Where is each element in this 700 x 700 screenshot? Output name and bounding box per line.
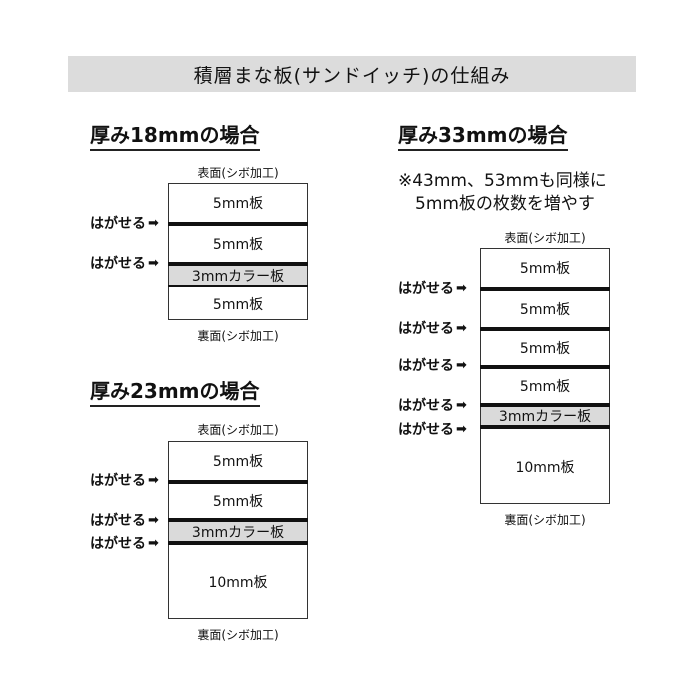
right-arrow-icon: ➡ bbox=[456, 280, 467, 296]
peel-line bbox=[168, 541, 308, 545]
right-arrow-icon: ➡ bbox=[456, 397, 467, 413]
back-caption-33mm: 裏面(シボ加工) bbox=[504, 513, 586, 527]
layer-10mm: 10mm板 bbox=[515, 459, 575, 476]
peel-line bbox=[168, 262, 308, 266]
peel-label: はがせる➡ bbox=[398, 419, 467, 439]
peel-label: はがせる➡ bbox=[90, 533, 159, 553]
peel-line bbox=[480, 403, 610, 407]
right-arrow-icon: ➡ bbox=[148, 215, 159, 231]
page-title: 積層まな板(サンドイッチ)の仕組み bbox=[193, 64, 511, 87]
peel-line bbox=[168, 518, 308, 522]
peel-label: はがせる➡ bbox=[398, 318, 467, 338]
board-diagram-33mm: 5mm板 5mm板 5mm板 5mm板 3mmカラー板 10mm板 bbox=[480, 248, 610, 504]
peel-text: はがせる bbox=[398, 422, 454, 438]
board-diagram-23mm: 5mm板 5mm板 3mmカラー板 10mm板 bbox=[168, 441, 308, 619]
back-caption-23mm: 裏面(シボ加工) bbox=[197, 628, 279, 642]
layer-10mm: 10mm板 bbox=[208, 575, 268, 591]
layer-3mm-color: 3mmカラー板 bbox=[481, 407, 609, 425]
back-caption-18mm: 裏面(シボ加工) bbox=[197, 329, 279, 343]
layer-5mm: 5mm板 bbox=[519, 261, 571, 277]
right-arrow-icon: ➡ bbox=[148, 255, 159, 271]
right-arrow-icon: ➡ bbox=[148, 472, 159, 488]
heading-33mm: 厚み33mmの場合 bbox=[398, 122, 568, 151]
peel-label: はがせる➡ bbox=[398, 395, 467, 415]
layer-border bbox=[168, 285, 308, 287]
right-arrow-icon: ➡ bbox=[456, 320, 467, 336]
peel-text: はがせる bbox=[90, 216, 146, 232]
peel-line bbox=[480, 327, 610, 331]
peel-label: はがせる➡ bbox=[90, 510, 159, 530]
layer-5mm: 5mm板 bbox=[519, 379, 571, 395]
peel-line bbox=[480, 425, 610, 429]
note-line-2: 5mm板の枚数を増やす bbox=[415, 194, 595, 214]
peel-line bbox=[480, 287, 610, 291]
peel-label: はがせる➡ bbox=[90, 253, 159, 273]
right-arrow-icon: ➡ bbox=[148, 535, 159, 551]
front-caption-33mm: 表面(シボ加工) bbox=[504, 231, 586, 245]
peel-label: はがせる➡ bbox=[90, 213, 159, 233]
layer-5mm: 5mm板 bbox=[212, 494, 264, 510]
peel-text: はがせる bbox=[398, 321, 454, 337]
peel-line bbox=[480, 365, 610, 369]
layer-3mm-color: 3mmカラー板 bbox=[169, 522, 307, 541]
layer-5mm: 5mm板 bbox=[212, 296, 264, 313]
peel-label: はがせる➡ bbox=[90, 470, 159, 490]
peel-label: はがせる➡ bbox=[398, 355, 467, 375]
peel-text: はがせる bbox=[90, 536, 146, 552]
board-diagram-18mm: 5mm板 5mm板 3mmカラー板 5mm板 bbox=[168, 183, 308, 320]
right-arrow-icon: ➡ bbox=[456, 357, 467, 373]
right-arrow-icon: ➡ bbox=[148, 512, 159, 528]
peel-line bbox=[168, 480, 308, 484]
peel-text: はがせる bbox=[90, 256, 146, 272]
layer-5mm: 5mm板 bbox=[519, 302, 571, 318]
heading-18mm: 厚み18mmの場合 bbox=[90, 122, 260, 151]
layer-5mm: 5mm板 bbox=[212, 454, 264, 470]
right-arrow-icon: ➡ bbox=[456, 421, 467, 437]
note-line-1: ※43mm、53mmも同様に bbox=[398, 171, 607, 191]
peel-label: はがせる➡ bbox=[398, 278, 467, 298]
layer-3mm-color: 3mmカラー板 bbox=[169, 266, 307, 285]
heading-23mm: 厚み23mmの場合 bbox=[90, 378, 260, 407]
peel-text: はがせる bbox=[398, 281, 454, 297]
peel-line bbox=[168, 222, 308, 226]
peel-text: はがせる bbox=[90, 473, 146, 489]
front-caption-23mm: 表面(シボ加工) bbox=[197, 423, 279, 437]
layer-5mm: 5mm板 bbox=[212, 237, 264, 253]
layer-5mm: 5mm板 bbox=[212, 196, 264, 212]
peel-text: はがせる bbox=[398, 398, 454, 414]
peel-text: はがせる bbox=[398, 358, 454, 374]
title-banner: 積層まな板(サンドイッチ)の仕組み bbox=[68, 56, 636, 92]
front-caption-18mm: 表面(シボ加工) bbox=[197, 166, 279, 180]
peel-text: はがせる bbox=[90, 513, 146, 529]
layer-5mm: 5mm板 bbox=[519, 341, 571, 357]
